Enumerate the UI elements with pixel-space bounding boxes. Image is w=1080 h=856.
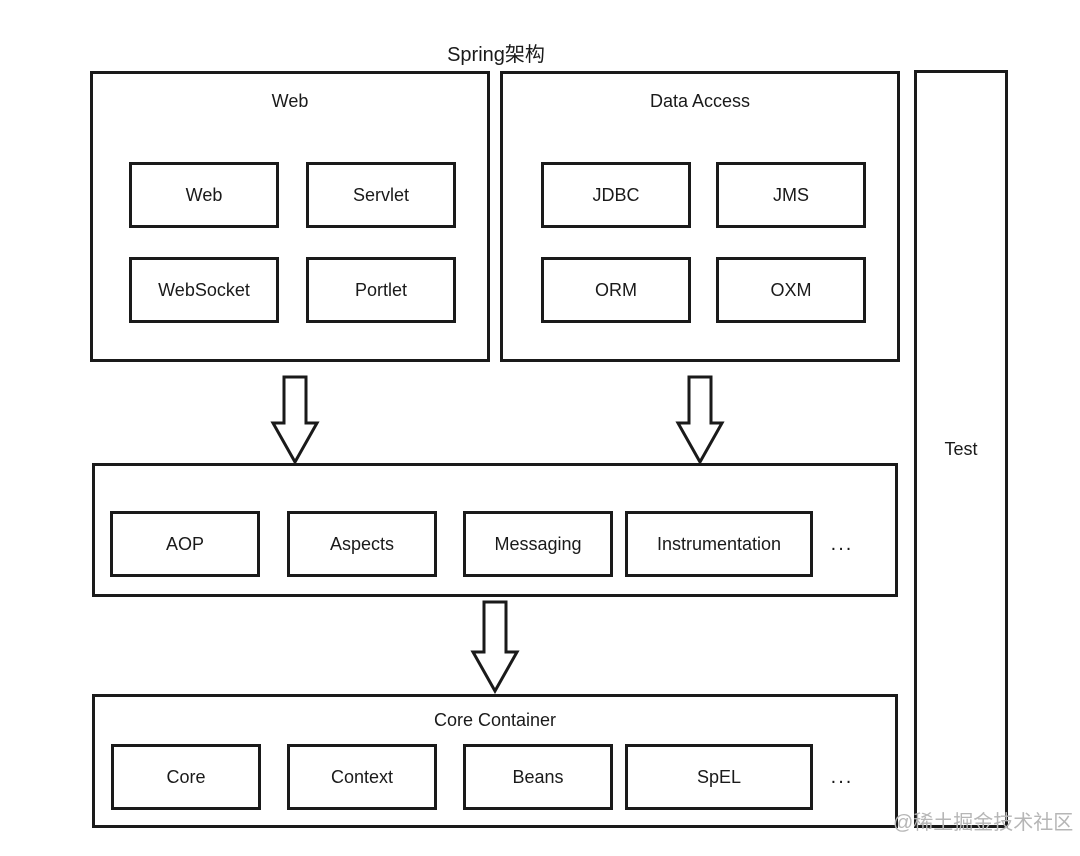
- down-arrow-core-icon: [470, 600, 520, 694]
- module-portlet: Portlet: [306, 257, 456, 323]
- core-container-label: Core Container: [433, 710, 557, 730]
- core-ellipsis: ...: [830, 765, 854, 788]
- module-context: Context: [287, 744, 437, 810]
- web-container-label: Web: [271, 91, 309, 111]
- module-web: Web: [129, 162, 279, 228]
- web-container: Web Web Servlet WebSocket Portlet: [90, 71, 490, 362]
- module-orm: ORM: [541, 257, 691, 323]
- middleware-band: AOP Aspects Messaging Instrumentation ..…: [92, 463, 898, 597]
- core-container: Core Container Core Context Beans SpEL .…: [92, 694, 898, 828]
- module-jdbc: JDBC: [541, 162, 691, 228]
- module-websocket: WebSocket: [129, 257, 279, 323]
- module-instrumentation: Instrumentation: [625, 511, 813, 577]
- module-oxm: OXM: [716, 257, 866, 323]
- watermark: @稀土掘金技术社区: [893, 812, 1074, 834]
- test-container-label: Test: [944, 438, 978, 459]
- module-messaging: Messaging: [463, 511, 613, 577]
- data-access-container: Data Access JDBC JMS ORM OXM: [500, 71, 900, 362]
- module-beans: Beans: [463, 744, 613, 810]
- module-core: Core: [111, 744, 261, 810]
- module-jms: JMS: [716, 162, 866, 228]
- down-arrow-web-icon: [270, 375, 320, 465]
- module-servlet: Servlet: [306, 162, 456, 228]
- module-spel: SpEL: [625, 744, 813, 810]
- module-aspects: Aspects: [287, 511, 437, 577]
- data-access-container-label: Data Access: [649, 91, 751, 111]
- down-arrow-data-access-icon: [675, 375, 725, 465]
- diagram-title: Spring架构: [447, 44, 545, 66]
- test-container: Test: [914, 70, 1008, 828]
- module-aop: AOP: [110, 511, 260, 577]
- middleware-ellipsis: ...: [830, 532, 854, 555]
